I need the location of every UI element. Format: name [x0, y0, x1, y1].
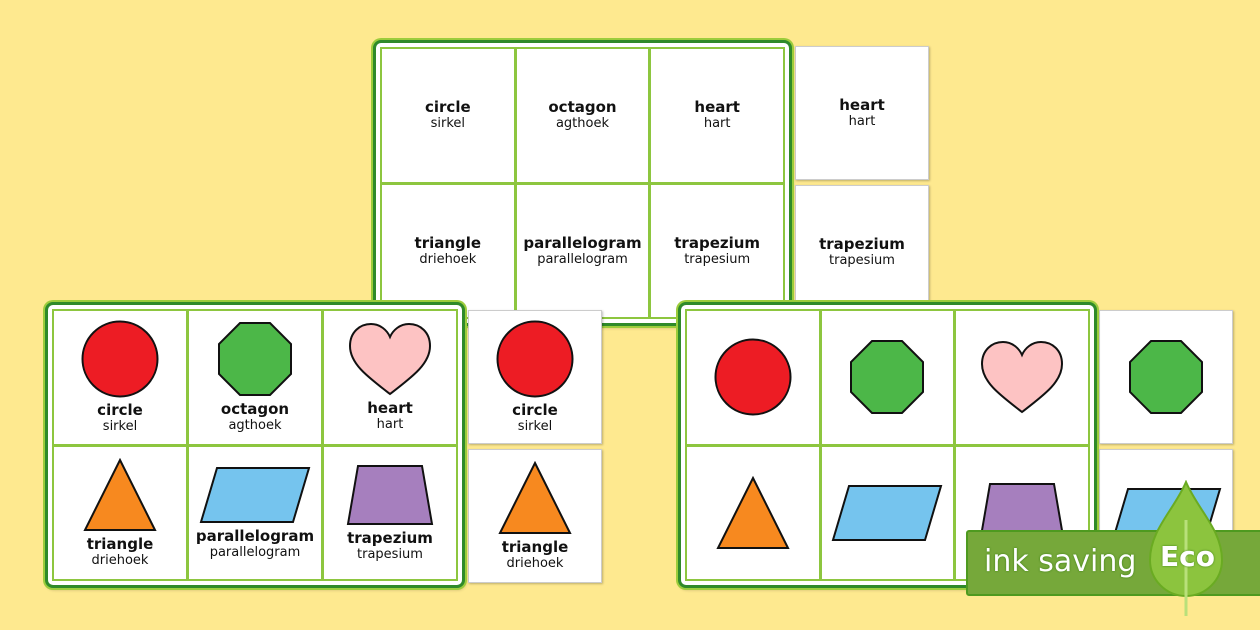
afrikaans-word: hart: [848, 114, 876, 129]
octagon-icon: [1129, 340, 1203, 414]
afrikaans-word: trapesium: [357, 546, 423, 562]
afrikaans-word: sirkel: [102, 419, 138, 435]
parallelogram-icon: [199, 466, 311, 523]
circle-icon: [81, 320, 159, 398]
afrikaans-word: trapesium: [829, 253, 895, 268]
octagon-icon: [850, 340, 925, 415]
board-cell-triangle[interactable]: [687, 446, 819, 579]
board-cell-parallelogram[interactable]: [821, 446, 954, 579]
afrikaans-word: agthoek: [555, 116, 610, 132]
english-word: heart: [694, 98, 740, 117]
english-word: heart: [839, 96, 885, 114]
triangle-icon: [498, 461, 572, 534]
afrikaans-word: sirkel: [430, 116, 466, 132]
english-word: trapezium: [674, 233, 761, 252]
english-word: circle: [97, 401, 143, 420]
afrikaans-word: driehoek: [506, 556, 564, 571]
board-cell-heart[interactable]: [956, 311, 1088, 444]
english-word: trapezium: [819, 235, 905, 253]
english-word: triangle: [86, 534, 154, 553]
afrikaans-word: agthoek: [228, 418, 282, 434]
english-word: triangle: [414, 233, 482, 252]
afrikaans-word: hart: [703, 116, 731, 132]
afrikaans-word: driehoek: [419, 251, 477, 267]
afrikaans-word: parallelogram: [209, 544, 301, 560]
leaf-drop-icon: [1148, 480, 1224, 616]
english-word: parallelogram: [523, 233, 642, 252]
afrikaans-word: hart: [376, 417, 404, 433]
circle-icon: [714, 338, 792, 416]
loose-card-octagon[interactable]: [1099, 310, 1233, 444]
board-grid: [685, 309, 1090, 581]
circle-icon: [496, 320, 574, 398]
english-word: parallelogram: [195, 526, 315, 545]
triangle-icon: [83, 457, 157, 531]
english-word: circle: [425, 98, 471, 117]
afrikaans-word: sirkel: [517, 419, 553, 434]
board-cell-circle[interactable]: [687, 311, 819, 444]
trapezium-icon: [346, 464, 434, 525]
triangle-icon: [716, 475, 790, 549]
english-word: heart: [367, 399, 413, 418]
octagon-icon: [218, 322, 292, 397]
english-word: octagon: [220, 400, 290, 419]
afrikaans-word: trapesium: [684, 251, 751, 267]
heart-icon: [348, 323, 432, 396]
english-word: triangle: [501, 538, 569, 556]
english-word: circle: [512, 401, 558, 419]
heart-icon: [981, 341, 1064, 414]
parallelogram-icon: [832, 484, 943, 541]
afrikaans-word: driehoek: [91, 552, 149, 568]
ink-saving-text: ink saving: [984, 544, 1137, 579]
english-word: trapezium: [347, 528, 433, 547]
eco-label: Eco: [1160, 540, 1215, 573]
afrikaans-word: parallelogram: [537, 251, 628, 267]
english-word: octagon: [548, 98, 617, 117]
board-cell-octagon[interactable]: [821, 311, 954, 444]
